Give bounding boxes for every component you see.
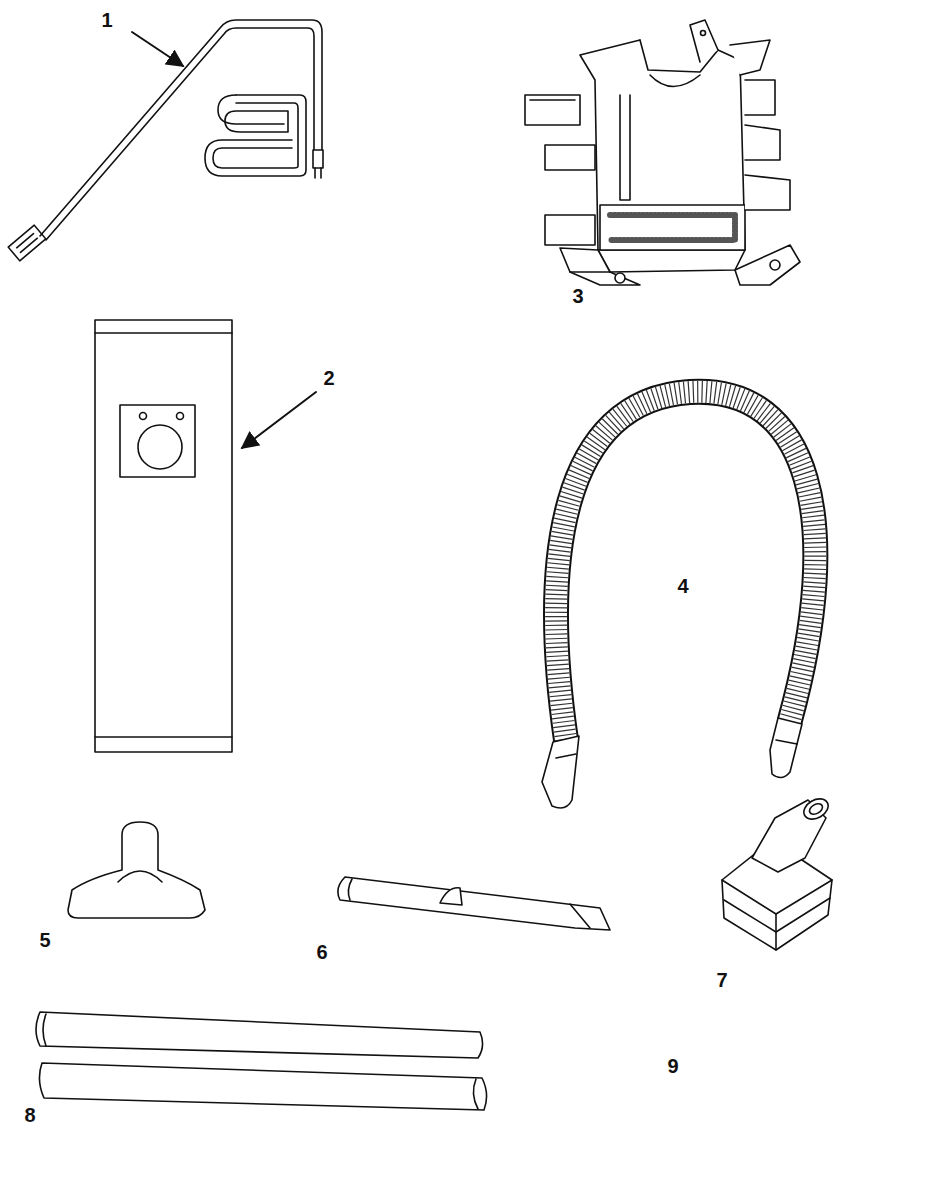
- callout-number: 6: [314, 941, 329, 963]
- leader-arrow: [242, 392, 316, 448]
- callout-number: 5: [37, 929, 52, 951]
- crevice-tool: [338, 877, 610, 930]
- callout-number: 7: [714, 969, 729, 991]
- hose: [542, 392, 815, 808]
- callout-number: 1: [99, 9, 114, 31]
- callout-number: 9: [665, 1055, 680, 1077]
- extension-wands: [36, 1012, 487, 1110]
- callout-number: 3: [570, 285, 585, 307]
- dusting-brush: [722, 795, 832, 950]
- callout-number: 2: [321, 367, 336, 389]
- upholstery-tool: [68, 822, 205, 918]
- leader-arrow: [132, 32, 183, 66]
- power-cord: [8, 20, 323, 261]
- callout-number: 4: [675, 575, 690, 597]
- callout-number: 8: [22, 1104, 37, 1126]
- dust-bag: [95, 320, 232, 752]
- bag-housing: [525, 20, 800, 285]
